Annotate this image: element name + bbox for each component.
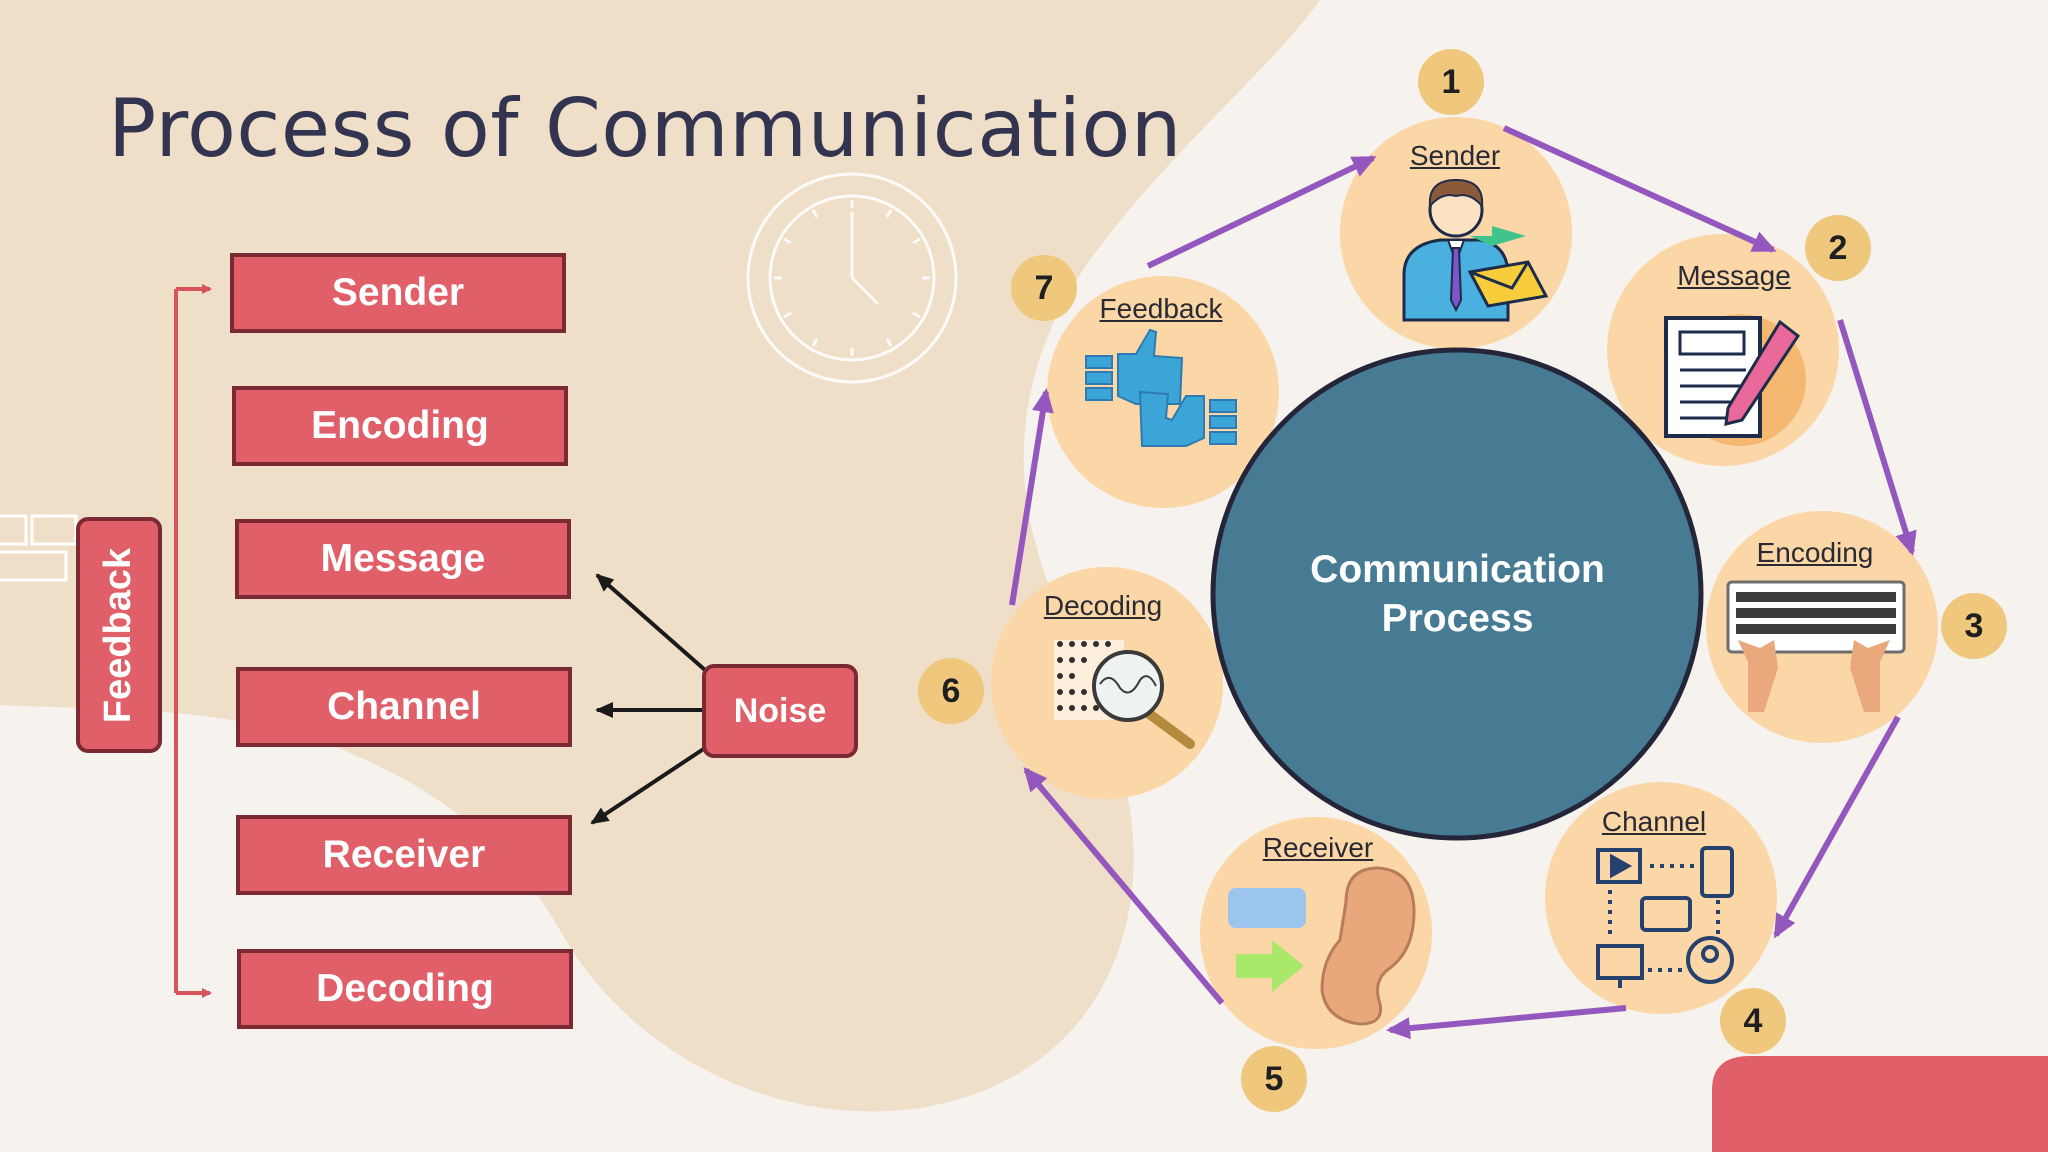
node-label-channel: Channel: [1601, 806, 1707, 837]
node-label-receiver: Receiver: [1262, 832, 1374, 863]
sender-person-icon: [1402, 178, 1549, 322]
center-circle-text: Communication Process: [1240, 545, 1675, 643]
number-badge-1: 1: [1418, 49, 1484, 115]
node-label-encoding: Encoding: [1756, 537, 1874, 568]
feedback-label: Feedback: [97, 547, 140, 723]
feedback-bracket: [174, 284, 212, 998]
stage-box-channel: Channel: [236, 667, 572, 747]
stage-box-decoding: Decoding: [237, 949, 573, 1029]
page-title: Process of Communication: [108, 82, 1182, 175]
stage-box-receiver: Receiver: [236, 815, 572, 895]
node-label-message: Message: [1677, 260, 1791, 291]
corner-tab: [1712, 1056, 2048, 1152]
clock-decoration: [746, 172, 958, 384]
keyboard-icon: [1726, 580, 1906, 712]
stage-box-encoding: Encoding: [232, 386, 568, 466]
number-badge-2: 2: [1805, 215, 1871, 281]
number-badge-4: 4: [1720, 988, 1786, 1054]
noise-box: Noise: [702, 664, 858, 758]
message-document-icon: [1664, 314, 1806, 446]
center-circle: [1210, 347, 1704, 841]
node-label-sender: Sender: [1409, 140, 1501, 171]
channel-network-icon: [1596, 846, 1734, 988]
number-badge-6: 6: [918, 658, 984, 724]
thumbs-up-icon: [1085, 328, 1237, 447]
center-text-line2: Process: [1381, 597, 1534, 640]
stage-box-message: Message: [235, 519, 571, 599]
noise-arrows: [590, 573, 707, 825]
feedback-box: Feedback: [76, 517, 162, 753]
cycle-arrows: [1009, 125, 1917, 1040]
magnifier-icon: [1054, 640, 1195, 749]
number-badge-7: 7: [1011, 255, 1077, 321]
ear-icon: [1228, 866, 1416, 1026]
center-text-line1: Communication: [1310, 548, 1605, 591]
node-label-feedback: Feedback: [1099, 293, 1223, 324]
number-badge-3: 3: [1941, 593, 2007, 659]
stage-box-sender: Sender: [230, 253, 566, 333]
number-badge-5: 5: [1241, 1046, 1307, 1112]
node-label-decoding: Decoding: [1043, 590, 1163, 621]
